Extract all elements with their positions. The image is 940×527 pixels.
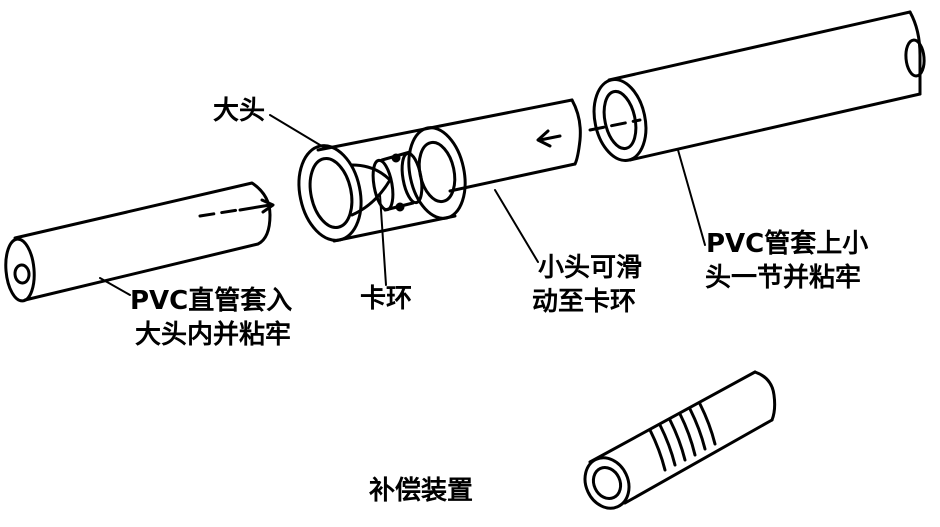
small-head-tube xyxy=(438,98,582,193)
label-pvc-straight-line2: 大头内并粘牢 xyxy=(135,320,292,350)
label-big-head: 大头 xyxy=(213,96,266,126)
label-small-head-line2: 动至卡环 xyxy=(532,287,637,317)
dashed-guide-left xyxy=(198,198,275,218)
label-pvc-sleeve-line2: 头一节并粘牢 xyxy=(705,263,862,293)
clip-ring xyxy=(371,150,424,212)
left-pvc-pipe xyxy=(4,181,272,303)
label-pvc-straight-line1: PVC直管套入 xyxy=(130,286,293,316)
leader-lines xyxy=(99,114,706,296)
compensator-pipe xyxy=(583,370,777,510)
compensator-bellows xyxy=(648,402,717,472)
label-clip-ring: 卡环 xyxy=(360,284,413,314)
dashed-guide-right xyxy=(536,118,642,148)
label-compensator: 补偿装置 xyxy=(369,476,474,506)
label-small-head-line1: 小头可滑 xyxy=(538,253,643,283)
label-pvc-sleeve-line1: PVC管套上小 xyxy=(706,229,869,259)
right-pvc-pipe xyxy=(592,10,926,162)
